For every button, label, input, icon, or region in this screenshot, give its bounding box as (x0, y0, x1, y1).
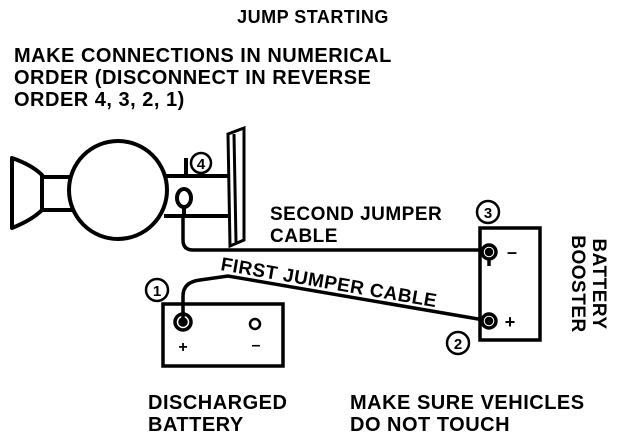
step-3-marker: 3 (475, 199, 501, 225)
step-4-marker: 4 (189, 151, 213, 175)
discharged-label-line-2: BATTERY (148, 414, 244, 436)
svg-text:3: 3 (484, 205, 492, 222)
instruction-line-1: MAKE CONNECTIONS IN NUMERICAL (14, 45, 392, 67)
discharged-label-line-1: DISCHARGED (148, 392, 287, 414)
instruction-line-3: ORDER 4, 3, 2, 1) (14, 89, 185, 111)
second-jumper-cable (181, 214, 480, 252)
warning-label-line-1: MAKE SURE VEHICLES (350, 392, 585, 414)
svg-text:4: 4 (197, 156, 206, 173)
booster-minus-sign: – (507, 242, 517, 262)
booster-label-line-2: BATTERY (588, 238, 609, 329)
second-cable-label-line-2: CABLE (270, 226, 338, 247)
first-jumper-cable (181, 274, 485, 322)
engine-assembly (10, 139, 228, 241)
discharged-battery (161, 302, 285, 368)
instruction-line-2: ORDER (DISCONNECT IN REVERSE (14, 67, 371, 89)
svg-text:2: 2 (454, 336, 462, 353)
step-1-marker: 1 (144, 277, 170, 303)
booster-label-line-1: BOOSTER (567, 235, 588, 332)
discharged-minus-sign: – (252, 337, 261, 354)
second-cable-label-line-1: SECOND JUMPER (270, 204, 442, 225)
svg-text:1: 1 (153, 283, 161, 300)
diagram-title: JUMP STARTING (237, 7, 389, 27)
step-2-marker: 2 (445, 330, 471, 356)
booster-battery (478, 226, 542, 342)
discharged-plus-sign: + (178, 339, 187, 356)
booster-plus-sign: + (505, 312, 516, 332)
fender-panel (226, 125, 246, 249)
warning-label-line-2: DO NOT TOUCH (350, 414, 510, 436)
